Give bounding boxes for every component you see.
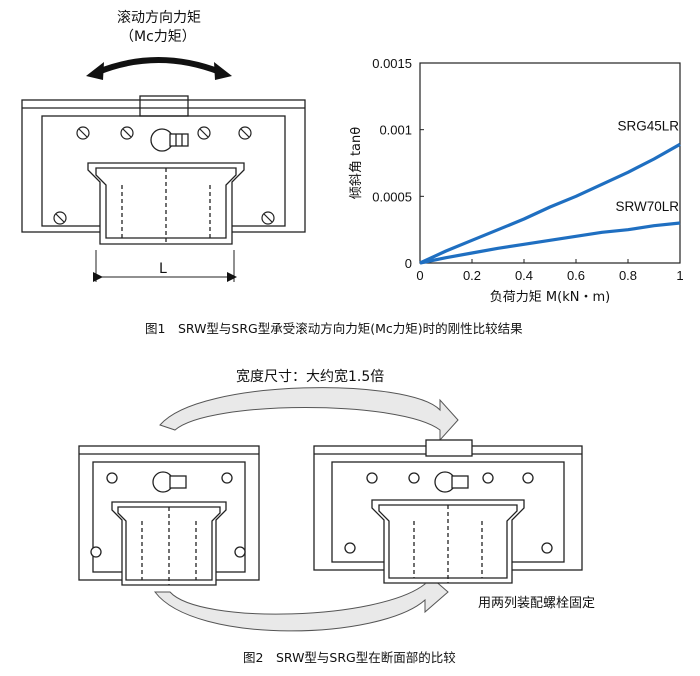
- chart-series: [419, 142, 681, 265]
- rolling-moment-arrowhead-left: [86, 62, 104, 80]
- chart-ticks: 0 0.2 0.4 0.6 0.8 1 0 0.0005 0.001 0.0015: [372, 56, 683, 283]
- figure1-caption: 图1 SRW型与SRG型承受滚动方向力矩(Mc力矩)时的刚性比较结果: [145, 321, 523, 336]
- y-tick-label: 0.001: [379, 123, 412, 138]
- x-tick-label: 0: [416, 268, 423, 283]
- figure2-caption: 图2 SRW型与SRG型在断面部的比较: [243, 650, 456, 665]
- fig1-grease-nipple: [150, 128, 189, 152]
- bottom-swirl-arrow: [153, 570, 449, 632]
- x-axis-label: 负荷力矩 M(kN・m): [490, 290, 610, 305]
- fig2-right-block: [313, 439, 583, 584]
- width-label: 宽度尺寸：大约宽1.5倍: [236, 369, 385, 385]
- fig1-block: [21, 95, 306, 245]
- series-line-srg45lr: [419, 142, 681, 265]
- series-label: SRG45LR: [617, 118, 679, 133]
- y-axis-label: 倾斜角 tanθ: [349, 127, 364, 199]
- rolling-moment-label: 滚动方向力矩: [117, 10, 201, 26]
- dimension-l-label: L: [159, 261, 167, 277]
- x-tick-label: 0.2: [463, 268, 481, 283]
- fig2-left-block: [78, 445, 260, 586]
- bolt-note: 用两列装配螺栓固定: [478, 596, 596, 611]
- y-tick-label: 0.0015: [372, 56, 412, 71]
- rolling-moment-arrow: [95, 57, 223, 75]
- y-tick-label: 0.0005: [372, 189, 412, 204]
- x-tick-label: 0.6: [567, 268, 585, 283]
- rolling-moment-arrowhead-right: [214, 62, 232, 80]
- plot-frame: [419, 62, 681, 264]
- chart-axes: [419, 62, 681, 264]
- fig1-bolts: [53, 126, 275, 225]
- series-line-srw70lr: [419, 221, 681, 265]
- top-swirl-arrow: [159, 387, 459, 442]
- fig1-dimension-l: [93, 250, 237, 282]
- series-label: SRW70LR: [615, 199, 679, 214]
- y-tick-label: 0: [405, 256, 412, 271]
- x-tick-label: 0.8: [619, 268, 637, 283]
- chart-labels: SRG45LR SRW70LR 负荷力矩 M(kN・m) 倾斜角 tanθ: [349, 118, 679, 305]
- rolling-moment-sublabel: （Mc力矩）: [120, 29, 196, 45]
- x-tick-label: 0.4: [515, 268, 533, 283]
- x-tick-label: 1: [676, 268, 683, 283]
